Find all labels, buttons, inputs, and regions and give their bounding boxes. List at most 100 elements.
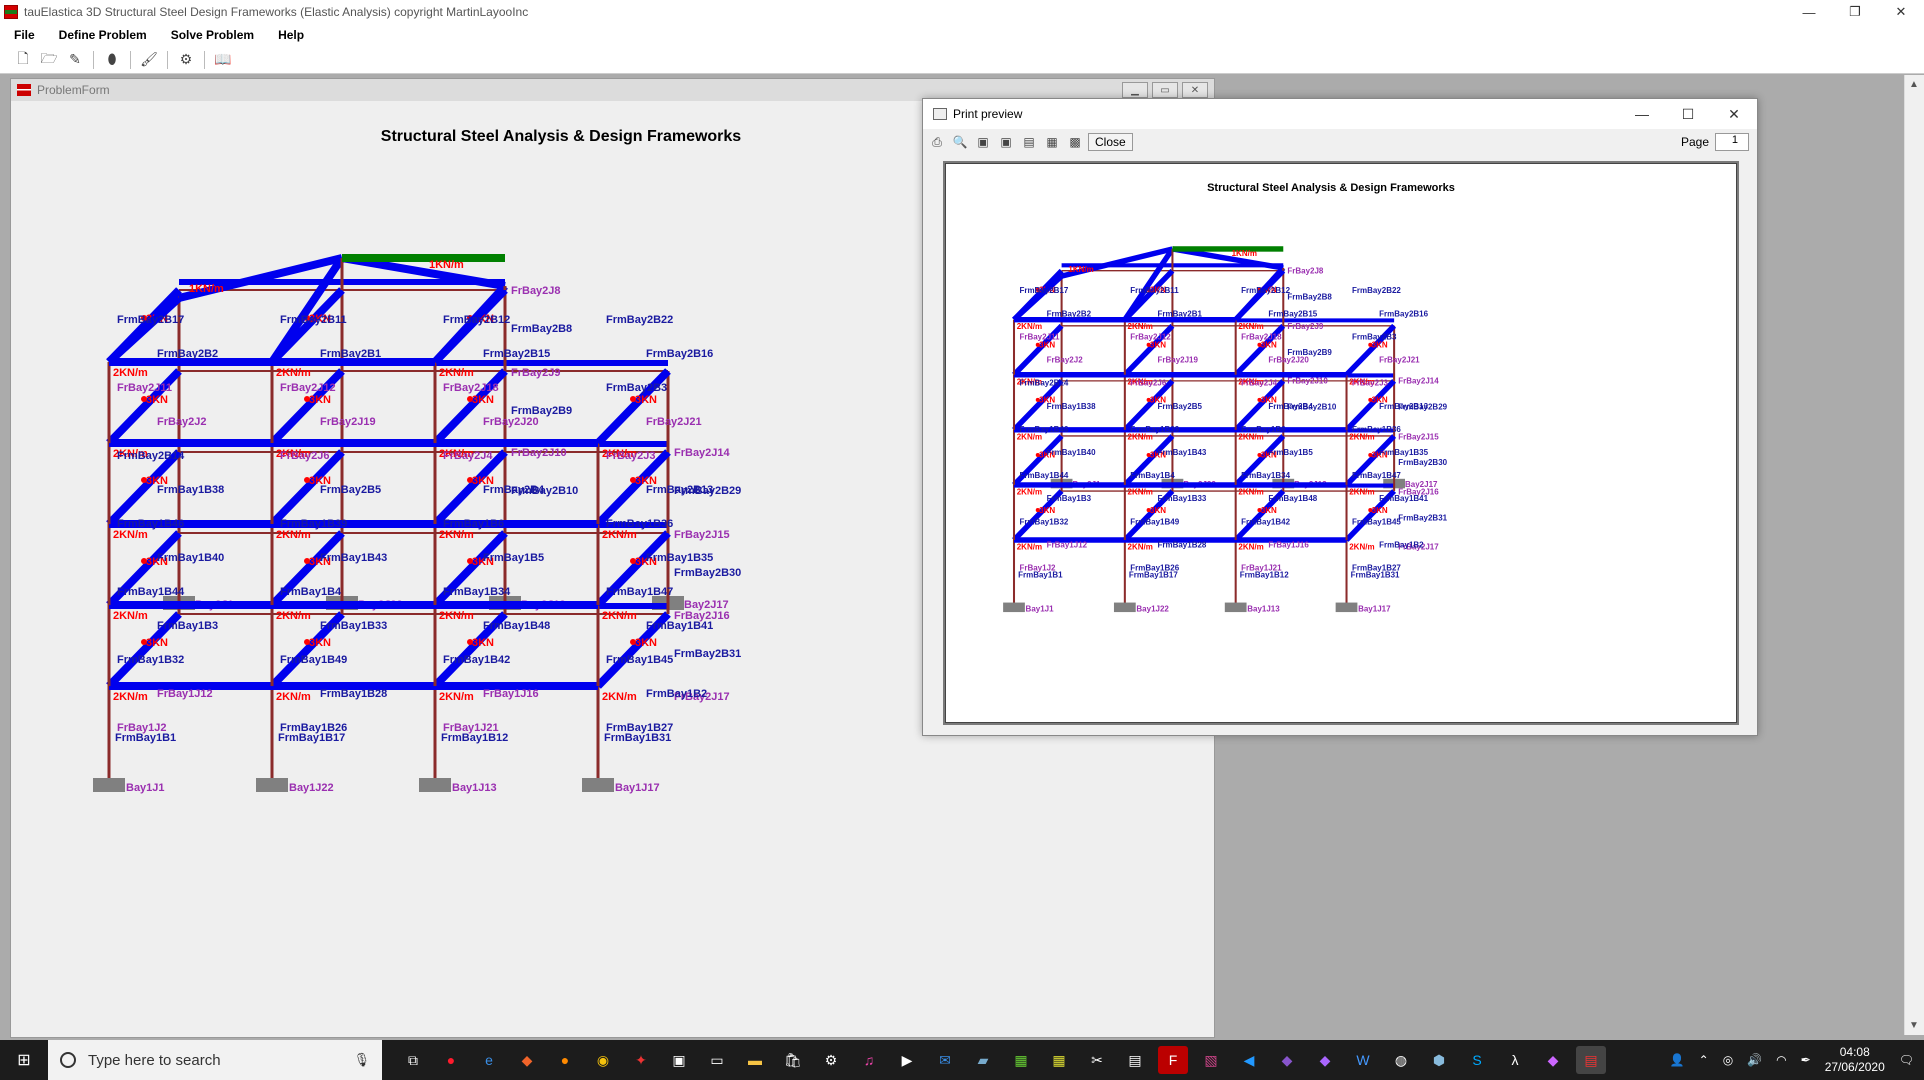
pp-maximize-button[interactable]: ☐ [1681, 105, 1695, 122]
beam-label: FrmBay2B30 [674, 567, 741, 579]
pp-close-window-button[interactable]: ✕ [1728, 105, 1740, 122]
pp-minimize-button[interactable]: — [1635, 106, 1649, 122]
chevron-up-icon[interactable]: ⌃ [1698, 1053, 1709, 1067]
terminal-icon[interactable]: ▭ [710, 1051, 724, 1068]
support-label: Bay1J1 [126, 782, 165, 794]
filezilla-icon[interactable]: F [1158, 1046, 1188, 1074]
brave-icon[interactable]: ◆ [521, 1051, 533, 1068]
notes-icon[interactable]: ▰ [977, 1051, 989, 1068]
network-icon[interactable]: ◎ [1722, 1053, 1734, 1067]
beam-label: FrmBay2B10 [511, 485, 578, 497]
beam-label: FrmBay1B4 [280, 586, 342, 598]
skype-icon[interactable]: S [1472, 1052, 1482, 1068]
edge-icon[interactable]: e [485, 1052, 493, 1068]
drop-icon[interactable]: ◆ [1547, 1051, 1559, 1068]
form-minimize-button[interactable]: ▁ [1122, 82, 1148, 98]
wifi-icon[interactable]: ◠ [1776, 1053, 1787, 1067]
tools-icon[interactable]: ✂ [1091, 1051, 1103, 1068]
app-icon-pink[interactable]: ▧ [1204, 1051, 1218, 1068]
scroll-down-icon[interactable]: ▼ [1909, 1020, 1919, 1031]
notification-icon[interactable]: 🗨 [1898, 1053, 1914, 1067]
three-pages-icon[interactable]: ▤ [1023, 135, 1035, 149]
beam-line [106, 449, 182, 527]
app-icon-doc[interactable]: ▤ [1128, 1051, 1142, 1068]
windows-start-icon[interactable]: ⊞ [17, 1052, 31, 1069]
app-icon-green[interactable]: ▦ [1014, 1051, 1028, 1068]
beam-label: FrmBay1B43 [1157, 448, 1206, 457]
print-preview-titlebar: Print preview — ☐ ✕ [923, 99, 1757, 129]
cube-icon[interactable]: ⬢ [1432, 1051, 1446, 1068]
minimize-button[interactable]: — [1802, 4, 1816, 20]
open-folder-icon[interactable]: 🗁 [40, 49, 58, 66]
globe-app-icon[interactable]: ◍ [1394, 1051, 1408, 1068]
print-icon[interactable]: ⎙ [932, 134, 942, 149]
itunes-icon[interactable]: ♫ [863, 1052, 875, 1068]
word-icon[interactable]: W [1356, 1052, 1370, 1068]
restore-button[interactable]: ❐ [1849, 4, 1861, 19]
four-pages-icon[interactable]: ▦ [1046, 135, 1058, 149]
task-view-icon[interactable]: ⧉ [408, 1051, 418, 1068]
beam-label: FrmBay1B6 [1241, 425, 1286, 434]
page-spinner[interactable]: 1 [1715, 133, 1749, 151]
taskbar-clock[interactable]: 04:08 27/06/2020 [1825, 1045, 1885, 1075]
column-label: FrmBay1B31 [604, 732, 671, 744]
form-maximize-button[interactable]: ▭ [1152, 82, 1178, 98]
joint-label: FrBay2J15 [674, 529, 730, 541]
visual-studio-icon[interactable]: ◆ [1281, 1051, 1293, 1068]
visual-studio-alt-icon[interactable]: ◆ [1319, 1051, 1331, 1068]
new-file-icon[interactable]: 🗋 [17, 49, 29, 66]
menu-solve-problem[interactable]: Solve Problem [170, 28, 255, 42]
app-icon-red[interactable]: ✦ [635, 1051, 647, 1068]
tauelastica-taskbar-icon[interactable]: ▤ [1576, 1046, 1606, 1074]
two-pages-icon[interactable]: ▣ [1000, 135, 1012, 149]
six-pages-icon[interactable]: ▩ [1069, 135, 1081, 149]
load-label: 3KN [309, 556, 331, 568]
one-page-icon[interactable]: ▣ [977, 135, 989, 149]
volume-icon[interactable]: 🔊 [1747, 1053, 1763, 1067]
opera-icon[interactable]: ● [446, 1052, 456, 1068]
menu-help[interactable]: Help [278, 28, 305, 42]
file-explorer-icon[interactable]: ▬ [748, 1052, 762, 1068]
store-icon[interactable]: 🛍 [784, 1051, 802, 1068]
load-label: 3KN [1372, 506, 1388, 515]
load-marker [1368, 342, 1373, 347]
media-player-icon[interactable]: ▶ [901, 1051, 913, 1068]
scroll-up-icon[interactable]: ▲ [1909, 79, 1919, 90]
joint-label: FrBay2J4 [443, 450, 493, 462]
book-icon[interactable]: 📖 [214, 51, 232, 67]
beam-label: FrmBay2B31 [674, 648, 741, 660]
firefox-icon[interactable]: ● [560, 1052, 570, 1068]
joint-label: FrBay2J20 [1268, 356, 1309, 365]
lock-icon[interactable]: ⬮ [107, 51, 117, 67]
vscode-icon[interactable]: ◀ [1243, 1051, 1255, 1068]
main-vertical-scrollbar[interactable]: ▲ ▼ [1904, 75, 1924, 1035]
edit-pencil-icon[interactable]: ✎ [69, 51, 81, 67]
app-icon-yellow[interactable]: ▦ [1052, 1051, 1066, 1068]
menu-file[interactable]: File [14, 28, 35, 42]
close-button[interactable]: ✕ [1895, 4, 1907, 19]
people-icon[interactable]: 👤 [1669, 1053, 1685, 1067]
mail-icon[interactable]: ✉ [939, 1051, 951, 1068]
load-marker [1257, 342, 1262, 347]
form-close-button[interactable]: ✕ [1182, 82, 1208, 98]
pen-icon[interactable]: ✒ [1800, 1053, 1811, 1067]
pp-close-button[interactable]: Close [1088, 133, 1133, 151]
beam-label: FrmBay1B27 [1352, 564, 1401, 573]
ridge-beam [342, 254, 505, 262]
support-label: Bay2J17 [684, 599, 729, 611]
app-icon-box[interactable]: ▣ [672, 1051, 686, 1068]
settings-gear-icon[interactable]: ⚙ [824, 1051, 838, 1068]
zoom-icon[interactable]: 🔍 [952, 135, 968, 149]
joint-label: FrBay2J9 [511, 367, 561, 379]
lambda-icon[interactable]: λ [1511, 1052, 1519, 1068]
brush-icon[interactable]: 🖌 [140, 51, 158, 67]
load-label: 2KN/m [602, 529, 637, 541]
beam-line [1233, 323, 1286, 377]
menu-define-problem[interactable]: Define Problem [58, 28, 147, 42]
load-marker [1257, 397, 1262, 402]
settings-icon[interactable]: ⚙ [179, 51, 193, 67]
joint-label: FrBay2J12 [280, 382, 336, 394]
microphone-icon[interactable]: 🎙 [353, 1052, 370, 1067]
chrome-icon[interactable]: ◉ [596, 1051, 610, 1068]
taskbar-search[interactable]: Type here to search 🎙 [48, 1040, 382, 1080]
